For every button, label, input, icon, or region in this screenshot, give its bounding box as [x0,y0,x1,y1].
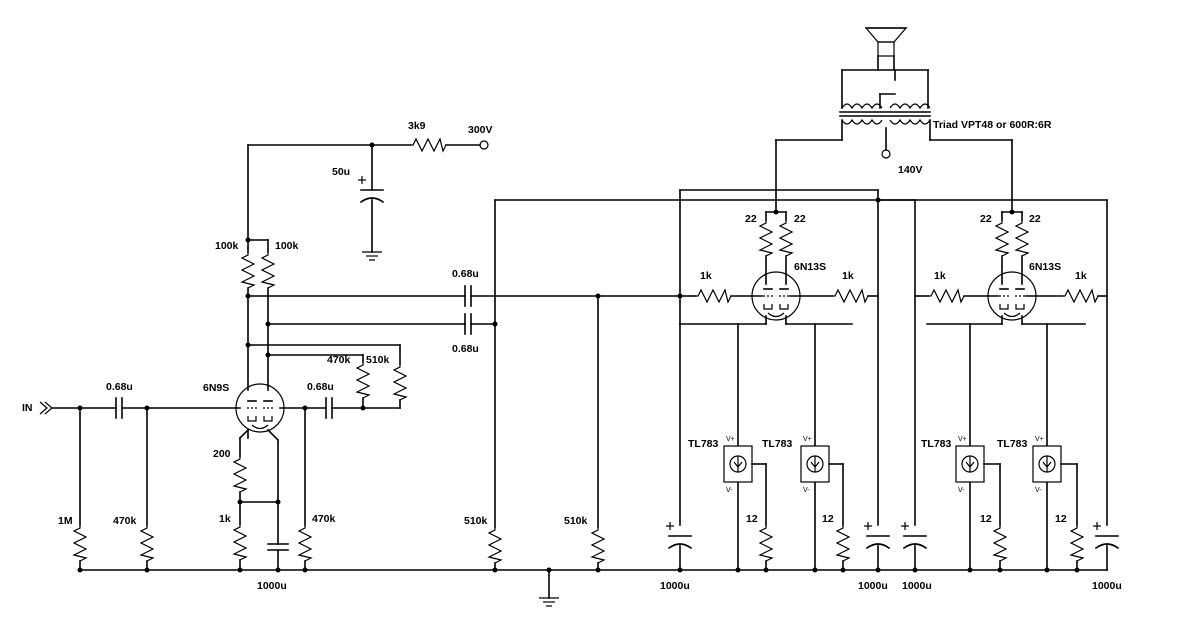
resistor-1k-a [694,289,732,303]
capacitor-1000u-a [665,521,692,549]
supply-140v-terminal [881,149,891,159]
resistor-1k-b [831,289,869,303]
input-capacitor: 0.68u [106,381,133,419]
svg-text:1k: 1k [700,270,712,282]
resistor-22-d [1015,219,1029,257]
ground-icon [538,597,560,607]
resistor-200 [233,455,247,493]
svg-text:6N13S: 6N13S [1029,261,1061,273]
svg-text:22: 22 [745,213,757,225]
supply-300v-terminal [479,140,489,150]
resistor-1k-c [927,289,965,303]
svg-text:1000u: 1000u [660,580,690,592]
svg-text:0.68u: 0.68u [452,268,479,280]
svg-text:12: 12 [746,513,758,525]
current-source-icon [955,445,985,483]
current-source-icon [1032,445,1062,483]
svg-text:140V: 140V [898,164,923,176]
capacitor-1000u-b [863,521,890,549]
current-source-icon [723,445,753,483]
svg-text:6N9S: 6N9S [203,382,229,394]
svg-text:V-: V- [1035,487,1042,494]
resistor-1m [73,524,87,562]
svg-text:510k: 510k [464,515,488,527]
svg-text:1k: 1k [1075,270,1087,282]
resistor-1k-d [1061,289,1099,303]
resistor-12-b [836,524,850,562]
resistor-510k-grid-1 [488,526,502,564]
capacitor-1000u-c [900,521,927,549]
svg-text:470k: 470k [113,515,137,527]
svg-text:TL783: TL783 [997,438,1028,450]
resistor-12-d [1070,524,1084,562]
resistor-100k-a [241,251,255,289]
svg-text:50u: 50u [332,166,350,178]
svg-text:1000u: 1000u [858,580,888,592]
svg-text:510k: 510k [366,354,390,366]
svg-text:200: 200 [213,448,231,460]
input-terminal: IN [22,401,53,415]
ground-icon [361,251,383,261]
svg-text:V-: V- [726,487,733,494]
resistor-22-a [759,219,773,257]
svg-text:1000u: 1000u [257,580,287,592]
svg-text:6N13S: 6N13S [794,261,826,273]
input-label: IN [22,402,33,414]
resistor-510k-feedback [393,363,407,401]
resistor-3k9 [409,138,447,152]
svg-text:12: 12 [980,513,992,525]
svg-text:22: 22 [794,213,806,225]
svg-text:TL783: TL783 [688,438,719,450]
svg-text:Triad VPT48 or 600R:6R: Triad VPT48 or 600R:6R [933,119,1052,131]
svg-text:300V: 300V [468,124,493,136]
svg-text:1000u: 1000u [1092,580,1122,592]
svg-text:V+: V+ [1035,436,1044,443]
capacitor-50u [357,175,384,203]
svg-text:100k: 100k [275,240,299,252]
resistor-470k-input [140,524,154,562]
resistor-22-b [779,219,793,257]
svg-text:22: 22 [1029,213,1041,225]
transformer [839,103,931,141]
svg-text:0.68u: 0.68u [307,381,334,393]
resistor-1k-cathode [233,523,247,561]
triode-tube-6n9s [235,383,285,433]
svg-text:1k: 1k [219,513,231,525]
svg-text:3k9: 3k9 [408,120,426,132]
svg-text:1000u: 1000u [902,580,932,592]
svg-text:0.68u: 0.68u [106,381,133,393]
svg-text:V+: V+ [726,436,735,443]
capacitor-1000u-d [1092,521,1119,549]
svg-text:100k: 100k [215,240,239,252]
input-arrow-icon [39,401,53,415]
svg-text:22: 22 [980,213,992,225]
svg-text:1k: 1k [842,270,854,282]
svg-text:12: 12 [822,513,834,525]
svg-text:V+: V+ [958,436,967,443]
svg-text:TL783: TL783 [762,438,793,450]
current-source-icon [800,445,830,483]
resistor-470k-feedback [356,361,370,399]
svg-text:V+: V+ [803,436,812,443]
resistor-22-c [995,219,1009,257]
resistor-510k-grid-2 [591,526,605,564]
resistor-12-a [759,524,773,562]
svg-text:12: 12 [1055,513,1067,525]
svg-text:1M: 1M [58,515,73,527]
speaker-icon [864,27,908,57]
svg-text:510k: 510k [564,515,588,527]
svg-text:470k: 470k [327,354,351,366]
svg-text:0.68u: 0.68u [452,343,479,355]
svg-text:V-: V- [958,487,965,494]
svg-text:TL783: TL783 [921,438,952,450]
svg-text:1k: 1k [934,270,946,282]
resistor-470k-grid [298,524,312,562]
svg-text:470k: 470k [312,513,336,525]
resistor-100k-b [261,251,275,289]
resistor-12-c [993,524,1007,562]
svg-text:V-: V- [803,487,810,494]
